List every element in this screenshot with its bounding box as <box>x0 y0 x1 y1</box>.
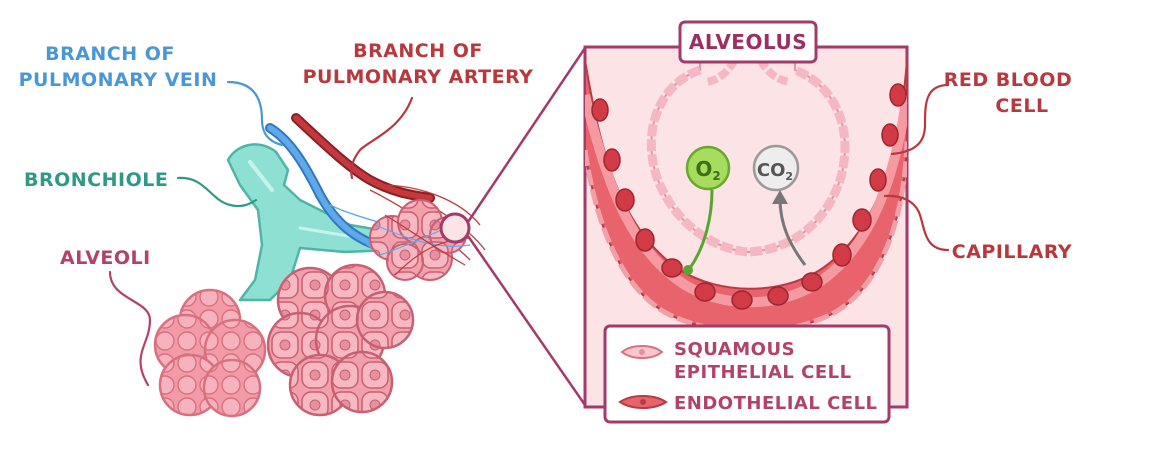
label-red-blood-cell-line2: CELL <box>995 95 1048 117</box>
oxygen-molecule: O2 <box>685 145 731 191</box>
label-pulmonary-artery-line1: BRANCH OF <box>353 40 483 62</box>
leader-red-blood-cell <box>890 83 950 156</box>
alveoli-cluster-left <box>153 288 267 418</box>
label-alveoli: ALVEOLI <box>60 247 151 269</box>
alveolus-title-box <box>678 20 818 64</box>
leader-alveoli <box>108 270 152 387</box>
legend-label-endothelial: ENDOTHELIAL CELL <box>674 393 878 414</box>
o2-label: O <box>695 157 712 181</box>
leader-pulmonary-artery <box>350 96 414 180</box>
co2-subscript: 2 <box>785 170 793 183</box>
leader-bronchiole <box>176 176 258 208</box>
carbon-dioxide-molecule: CO2 <box>752 144 800 192</box>
label-capillary: CAPILLARY <box>952 241 1072 263</box>
svg-text:O2: O2 <box>695 157 720 183</box>
legend-box <box>603 324 891 424</box>
label-pulmonary-vein-line1: BRANCH OF <box>45 43 175 65</box>
alveoli-cluster-right <box>266 263 415 417</box>
legend-label-squamous-line1: SQUAMOUS <box>674 339 795 360</box>
legend-symbol-endothelial-nucleus <box>640 399 646 405</box>
oxygen-arrow <box>688 189 714 269</box>
svg-text:CO2: CO2 <box>757 160 793 183</box>
co2-arrow <box>778 197 807 266</box>
o2-subscript: 2 <box>712 169 720 183</box>
zoom-line-bottom <box>466 235 587 406</box>
bronchiole-tree <box>226 143 394 302</box>
leader-capillary <box>883 194 950 252</box>
legend-symbol-squamous-nucleus <box>639 349 645 355</box>
label-red-blood-cell-line1: RED BLOOD <box>944 69 1072 91</box>
label-bronchiole: BRONCHIOLE <box>24 169 168 191</box>
oxygen-arrow-end <box>683 265 693 275</box>
co2-arrowhead <box>772 190 788 204</box>
label-pulmonary-artery-line2: PULMONARY ARTERY <box>303 66 534 88</box>
leader-pulmonary-vein <box>226 80 284 147</box>
alveolus-inset: O2 CO2 ALVEOLUS SQUAMOUS EPITHELIAL CELL… <box>583 20 909 424</box>
co2-label: CO <box>757 160 786 181</box>
zoom-line-top <box>466 47 587 223</box>
legend-label-squamous-line2: EPITHELIAL CELL <box>674 362 852 383</box>
zoom-marker <box>439 212 471 244</box>
alveolus-title: ALVEOLUS <box>689 30 807 54</box>
label-pulmonary-vein-line2: PULMONARY VEIN <box>19 69 218 91</box>
